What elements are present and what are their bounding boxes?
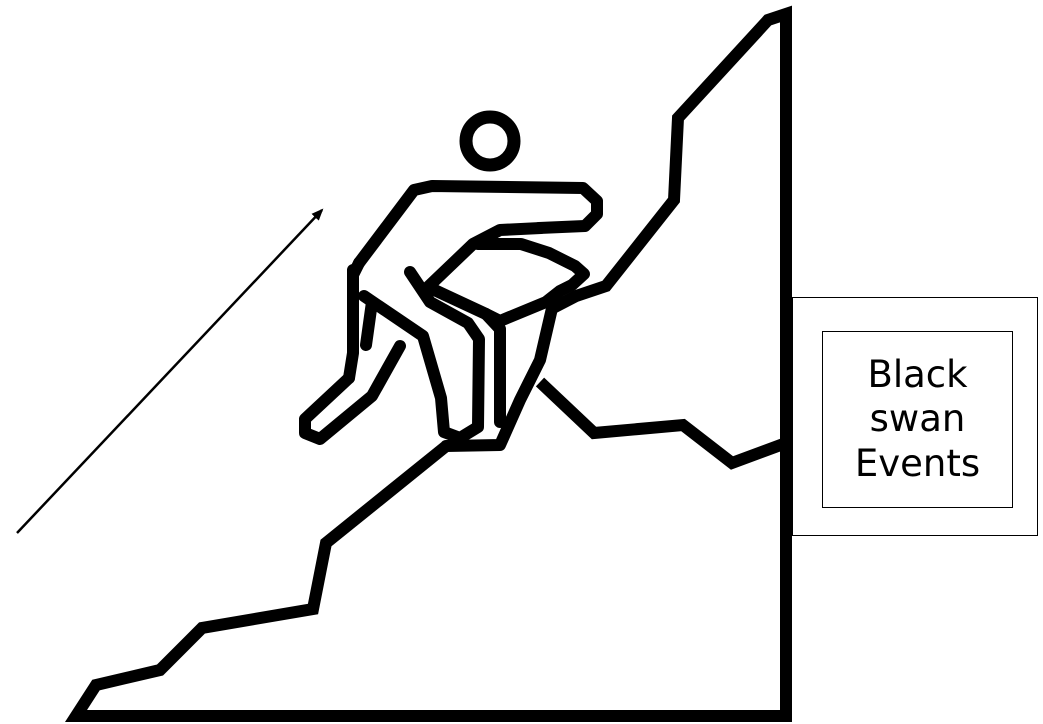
label-line-3: Events (855, 442, 980, 486)
climber-icon (305, 186, 597, 446)
upward-arrow (17, 210, 322, 533)
black-swan-label-box: Black swan Events (822, 331, 1013, 508)
label-line-2: swan (870, 397, 966, 441)
climber-head-icon (466, 117, 514, 165)
label-line-1: Black (867, 353, 967, 397)
